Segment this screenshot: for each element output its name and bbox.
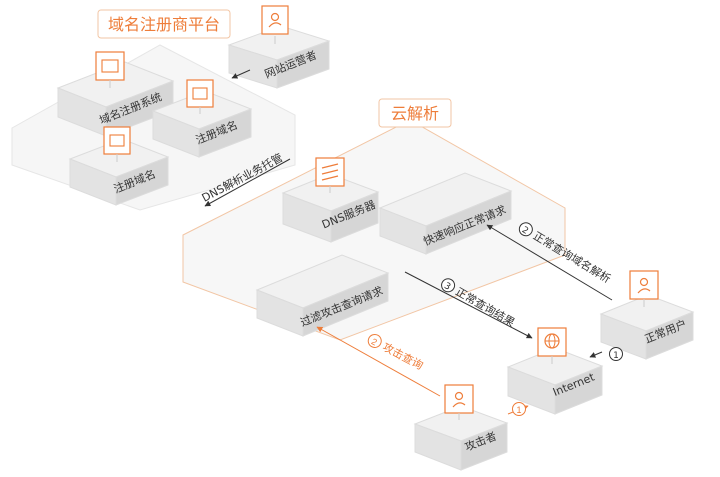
person-monitor-icon: [261, 5, 289, 44]
person-monitor-icon: [629, 270, 659, 307]
box-site-operator: 网站运营者: [227, 25, 331, 89]
arrow-operator-to-registrar: [231, 69, 251, 79]
step-number: 2: [370, 336, 379, 347]
box-registrar-system: 域名注册系统: [56, 61, 175, 137]
arrow-attack-query: [316, 326, 441, 397]
arrow-normal-result: [404, 271, 533, 339]
platform-tag: 域名注册商平台: [97, 9, 231, 39]
cloud-tag-label: 云解析: [391, 104, 439, 123]
cloud-tag: 云解析: [378, 98, 452, 128]
step-number: 1: [516, 405, 521, 415]
server-monitor-icon: [315, 157, 345, 193]
platform-tag-label: 域名注册商平台: [108, 15, 220, 34]
person-monitor-icon: [444, 384, 474, 420]
window-monitor-icon: [95, 51, 125, 88]
step-number: 2: [520, 225, 530, 237]
box-normal-user: 正常用户: [599, 294, 695, 360]
arrow-normal-query: [486, 224, 613, 301]
edge-attack-query: 2 攻击查询: [367, 333, 426, 372]
box-internet: Internet: [506, 347, 604, 415]
arrow-user-to-internet: [589, 351, 603, 358]
card-monitor-icon: [186, 79, 214, 114]
edge-label-attack-query: 攻击查询: [380, 339, 425, 372]
globe-monitor-icon: [537, 327, 567, 364]
edge-attacker-step: 1: [512, 402, 526, 416]
arrow-dns-hosting: [204, 158, 291, 207]
step-number: 1: [613, 351, 619, 361]
step-number: 3: [442, 281, 452, 293]
card-monitor-icon: [103, 126, 131, 162]
box-attacker: 攻击者: [413, 405, 509, 471]
edge-label-normal-result: 正常查询结果: [453, 284, 517, 329]
edge-user-step: 1: [609, 347, 623, 361]
box-registered-domain-a: 注册域名: [151, 90, 253, 158]
box-fast-response: 快速响应正常请求: [378, 172, 513, 255]
